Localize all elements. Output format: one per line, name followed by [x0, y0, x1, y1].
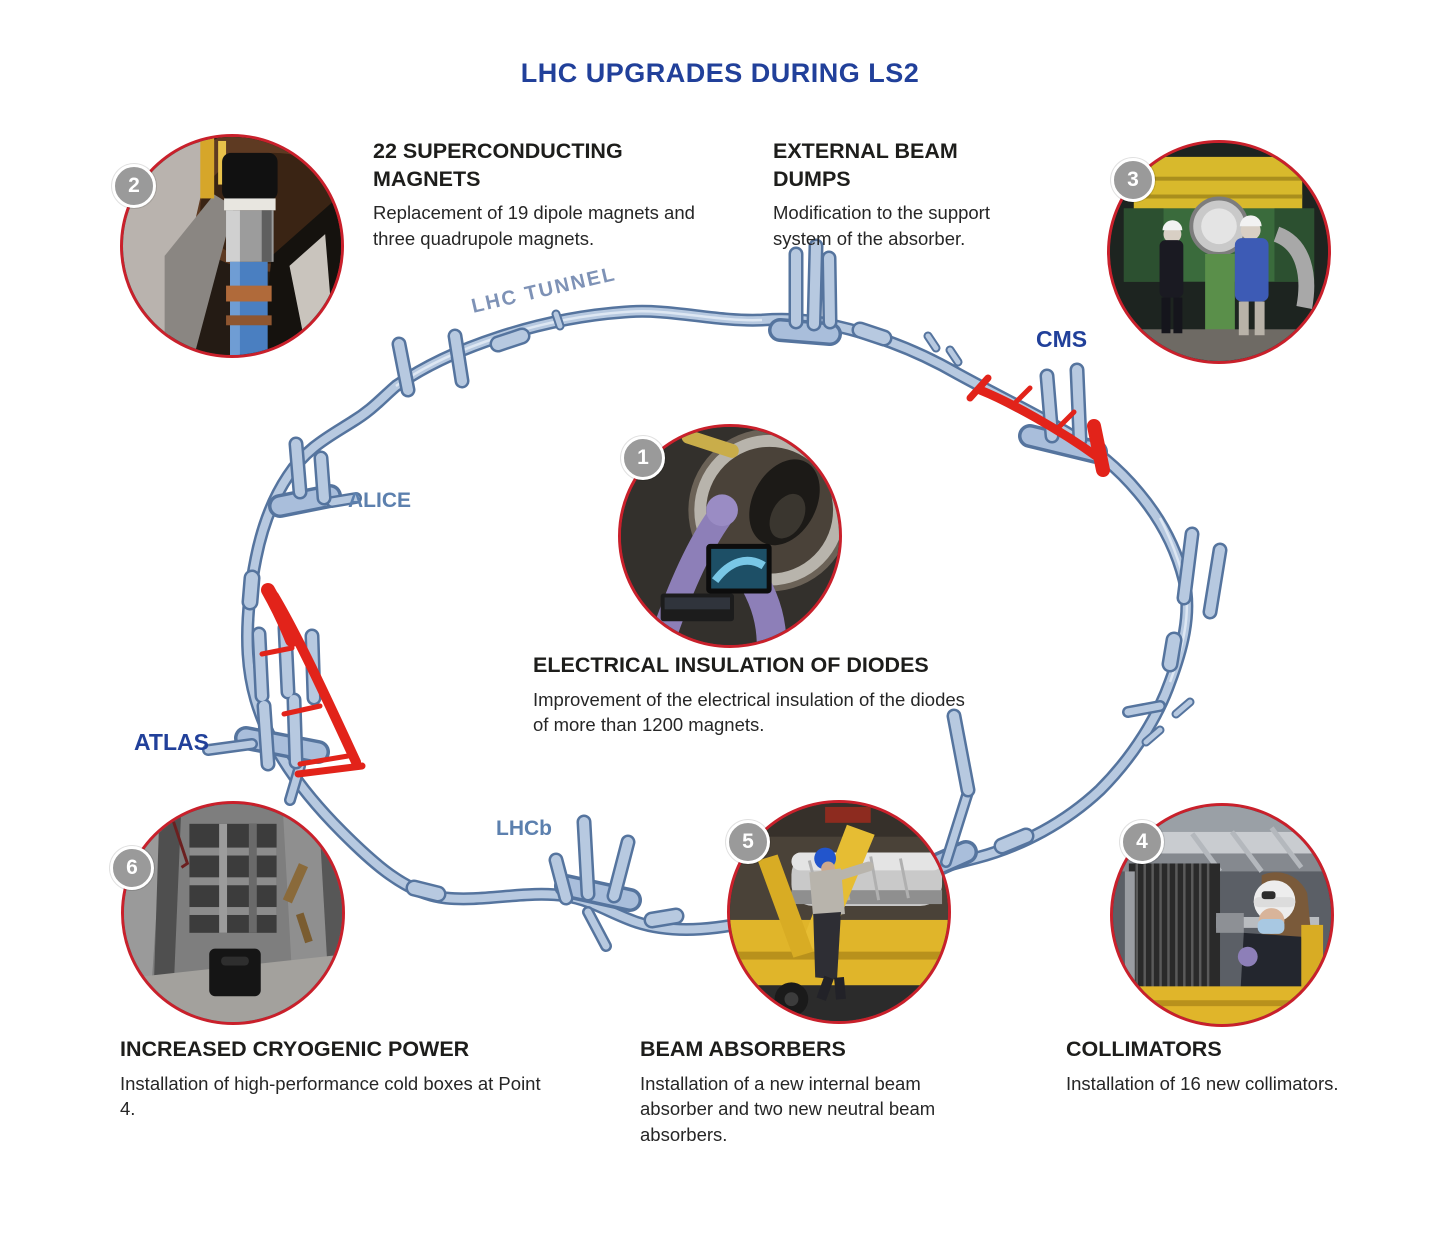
junction-cylinders — [251, 238, 1228, 906]
tube-couplings — [241, 321, 1183, 929]
photo-beam-absorbers: 5 — [726, 800, 951, 1024]
photo-red-ring — [120, 134, 344, 358]
photo-red-ring — [1107, 140, 1331, 364]
photo-number-badge: 6 — [110, 846, 154, 890]
photo-diode-insulation: 1 — [618, 424, 842, 648]
section-beam-absorbers: BEAM ABSORBERS Installation of a new int… — [640, 1036, 988, 1147]
photo-number-badge: 5 — [726, 820, 770, 864]
photo-number-badge: 4 — [1120, 820, 1164, 864]
photo-collimators: 4 — [1110, 803, 1334, 1027]
cryogenic-photo-image — [124, 804, 342, 1022]
tube-nubs — [551, 309, 1195, 747]
photo-superconducting-magnets: 2 — [112, 134, 344, 358]
photo-external-beam-dumps: 3 — [1107, 140, 1331, 364]
section-body: Replacement of 19 dipole magnets and thr… — [373, 202, 695, 249]
photo-number-badge: 2 — [112, 164, 156, 208]
section-external-beam-dumps: EXTERNAL BEAM DUMPS Modification to the … — [773, 138, 1041, 251]
label-lhcb: LHCb — [496, 817, 552, 840]
section-body: Modification to the support system of th… — [773, 202, 990, 249]
photo-red-ring — [1110, 803, 1334, 1027]
photo-number-badge: 1 — [621, 436, 665, 480]
label-cms: CMS — [1036, 326, 1088, 352]
label-atlas: ATLAS — [134, 729, 209, 755]
label-alice: ALICE — [348, 489, 411, 512]
atlas-red-highlight — [259, 583, 366, 778]
section-diode-insulation: ELECTRICAL INSULATION OF DIODES Improvem… — [533, 652, 965, 738]
section-body: Installation of a new internal beam abso… — [640, 1072, 936, 1145]
section-heading: INCREASED CRYOGENIC POWER — [120, 1037, 470, 1061]
superconducting-magnet-photo-image — [123, 137, 341, 355]
section-heading: ELECTRICAL INSULATION OF DIODES — [533, 653, 929, 677]
cms-red-highlight — [966, 374, 1110, 477]
junction-arms — [202, 492, 1166, 952]
section-heading: EXTERNAL BEAM DUMPS — [773, 139, 958, 191]
photo-red-ring — [618, 424, 842, 648]
photo-red-ring — [121, 801, 345, 1025]
section-collimators: COLLIMATORS Installation of 16 new colli… — [1066, 1036, 1440, 1096]
section-heading: BEAM ABSORBERS — [640, 1037, 846, 1061]
section-cryogenic-power: INCREASED CRYOGENIC POWER Installation o… — [120, 1036, 544, 1122]
section-heading: 22 SUPERCONDUCTING MAGNETS — [373, 139, 623, 191]
section-body: Improvement of the electrical insulation… — [533, 688, 965, 736]
section-body: Installation of 16 new collimators. — [1066, 1072, 1339, 1094]
photo-number-badge: 3 — [1111, 158, 1155, 202]
section-body: Installation of high-performance cold bo… — [120, 1072, 541, 1120]
photo-cryogenic-power: 6 — [110, 801, 345, 1025]
page-title: LHC UPGRADES DURING LS2 — [520, 58, 920, 88]
section-superconducting-magnets: 22 SUPERCONDUCTING MAGNETS Replacement o… — [373, 138, 695, 251]
collimator-photo-image — [1113, 806, 1331, 1024]
diode-insulation-photo-image — [621, 427, 839, 645]
section-heading: COLLIMATORS — [1066, 1037, 1222, 1061]
